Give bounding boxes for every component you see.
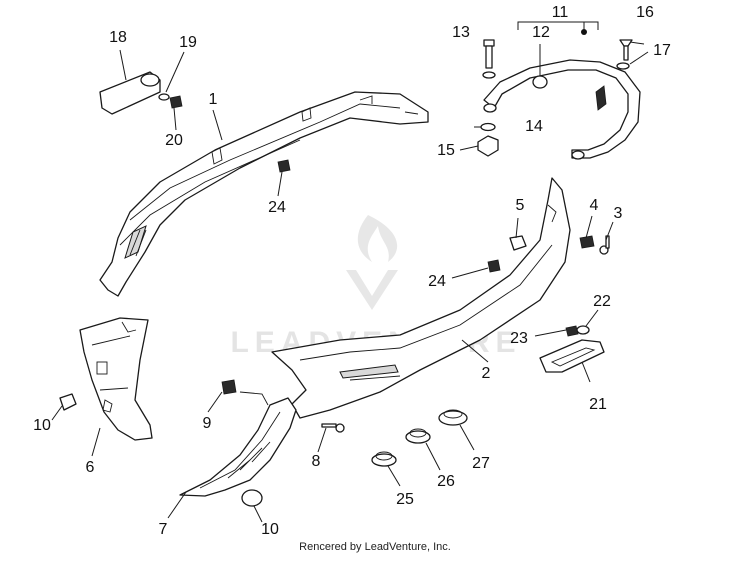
callout-6: 6 — [86, 459, 95, 476]
callout-26: 26 — [437, 473, 455, 490]
callout-23: 23 — [510, 330, 528, 347]
part-27-grommet — [438, 409, 468, 426]
part-23-clip — [565, 325, 579, 337]
part-24-clip-lower — [487, 259, 501, 273]
part-11-handle-rail — [483, 59, 641, 160]
part-2-lower-trim — [271, 177, 571, 419]
part-3-screw — [599, 235, 610, 255]
part-10-plug-bottom — [241, 489, 263, 507]
footer-credit: Rencered by LeadVenture, Inc. — [299, 541, 451, 553]
callout-2: 2 — [482, 365, 491, 382]
callout-16: 16 — [636, 4, 654, 21]
part-20-clip — [169, 95, 183, 109]
part-5-grommet — [509, 235, 527, 251]
part-21-pad — [539, 339, 605, 373]
part-15-nut — [477, 135, 499, 157]
part-7-lower-scoop — [179, 391, 297, 497]
callout-8: 8 — [312, 453, 321, 470]
part-25-grommet — [371, 451, 397, 467]
callout-13: 13 — [452, 24, 470, 41]
part-13-bolt — [482, 39, 496, 79]
callout-10-bottom: 10 — [261, 521, 279, 538]
part-18-pad — [99, 71, 161, 115]
part-6-left-bracket — [79, 317, 153, 441]
leader-lines — [51, 21, 649, 523]
part-1-upper-trim — [99, 91, 429, 297]
callout-4: 4 — [590, 197, 599, 214]
part-14-washer — [480, 122, 496, 132]
callout-24-lower: 24 — [428, 273, 446, 290]
callout-numbers: 1 2 3 4 5 6 7 8 9 10 10 11 12 13 14 15 1… — [33, 4, 671, 538]
part-8-screw — [321, 423, 345, 433]
callout-5: 5 — [516, 197, 525, 214]
part-24-clip-upper — [277, 159, 291, 173]
callout-10-left: 10 — [33, 417, 51, 434]
part-22-washer — [576, 325, 590, 335]
callout-19: 19 — [179, 34, 197, 51]
part-16-screw — [619, 39, 633, 61]
callout-11-dot — [581, 29, 587, 35]
callout-20: 20 — [165, 132, 183, 149]
part-17-washer — [616, 62, 630, 70]
callout-9: 9 — [203, 415, 212, 432]
callout-25: 25 — [396, 491, 414, 508]
callout-7: 7 — [159, 521, 168, 538]
callout-27: 27 — [472, 455, 490, 472]
part-4-clip — [579, 235, 595, 249]
callout-21: 21 — [589, 396, 607, 413]
callout-15: 15 — [437, 142, 455, 159]
callout-3: 3 — [614, 205, 623, 222]
callout-1: 1 — [209, 91, 218, 108]
part-9-clip — [221, 379, 237, 395]
callout-14: 14 — [525, 118, 543, 135]
part-26-grommet — [405, 428, 431, 444]
callout-12: 12 — [532, 24, 550, 41]
callout-18: 18 — [109, 29, 127, 46]
callout-17: 17 — [653, 42, 671, 59]
callout-11: 11 — [552, 4, 569, 21]
part-19-washer — [158, 93, 170, 101]
callout-24-upper: 24 — [268, 199, 286, 216]
part-10-plug-left — [59, 393, 77, 411]
callout-22: 22 — [593, 293, 611, 310]
